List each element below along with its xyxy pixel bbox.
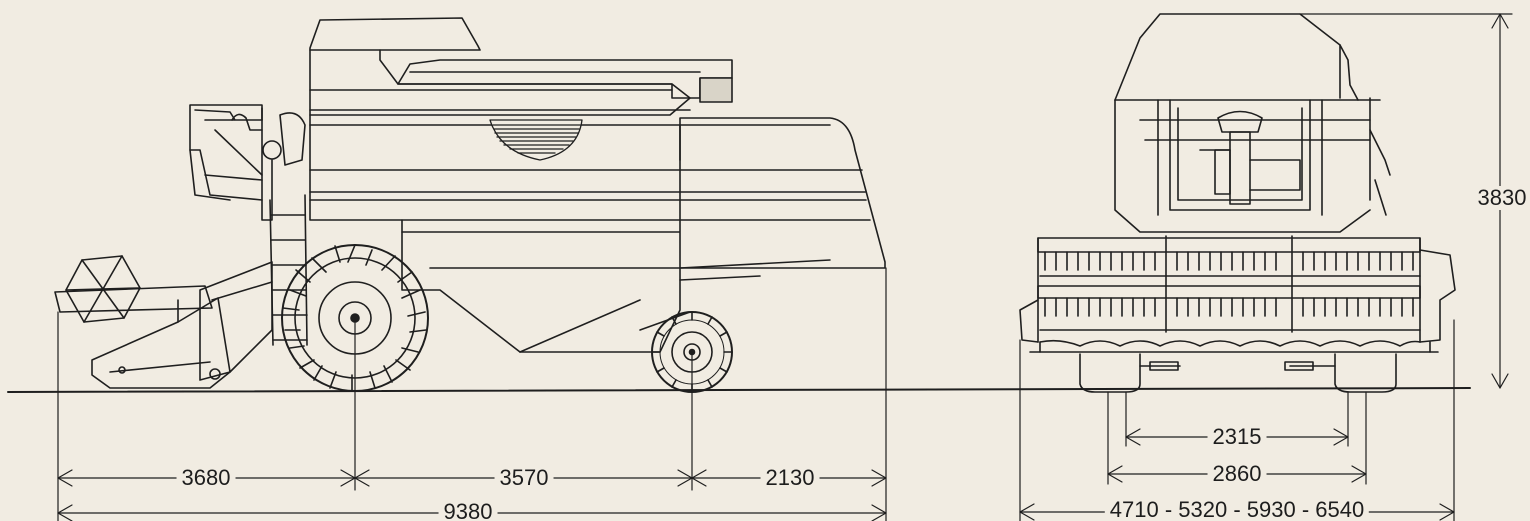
- dim-rear-track: 2315: [1207, 425, 1267, 449]
- upper-body: [309, 49, 691, 116]
- front-guard-rail: [1139, 97, 1391, 216]
- dim-overall-height: 3830: [1472, 186, 1530, 210]
- front-header: [1019, 235, 1456, 353]
- dim-overall-length: 9380: [438, 500, 498, 521]
- grain-tank: [309, 17, 481, 51]
- ladder: [269, 194, 308, 346]
- dim-front-to-front-axle: 3680: [176, 466, 236, 490]
- front-view: [1019, 13, 1456, 393]
- dim-header-widths: 4710 - 5320 - 5930 - 6540: [1104, 498, 1370, 521]
- auger-spout: [699, 77, 733, 103]
- ground-line: [7, 387, 1471, 393]
- front-dimension-lines: [1019, 13, 1513, 521]
- main-body: [309, 114, 886, 269]
- dim-rear-overhang: 2130: [760, 466, 820, 490]
- header: [54, 255, 231, 389]
- front-view-tires: [1079, 353, 1397, 393]
- feeder-housing: [199, 261, 273, 381]
- lower-body: [401, 231, 681, 353]
- front-cab-roof: [1114, 13, 1341, 101]
- front-steering-column: [1199, 110, 1301, 205]
- dim-wheelbase: 3570: [494, 466, 554, 490]
- engine-grille: [489, 119, 583, 161]
- dim-front-track: 2860: [1207, 462, 1267, 486]
- operator-cab: [189, 104, 306, 221]
- side-view: [54, 17, 886, 393]
